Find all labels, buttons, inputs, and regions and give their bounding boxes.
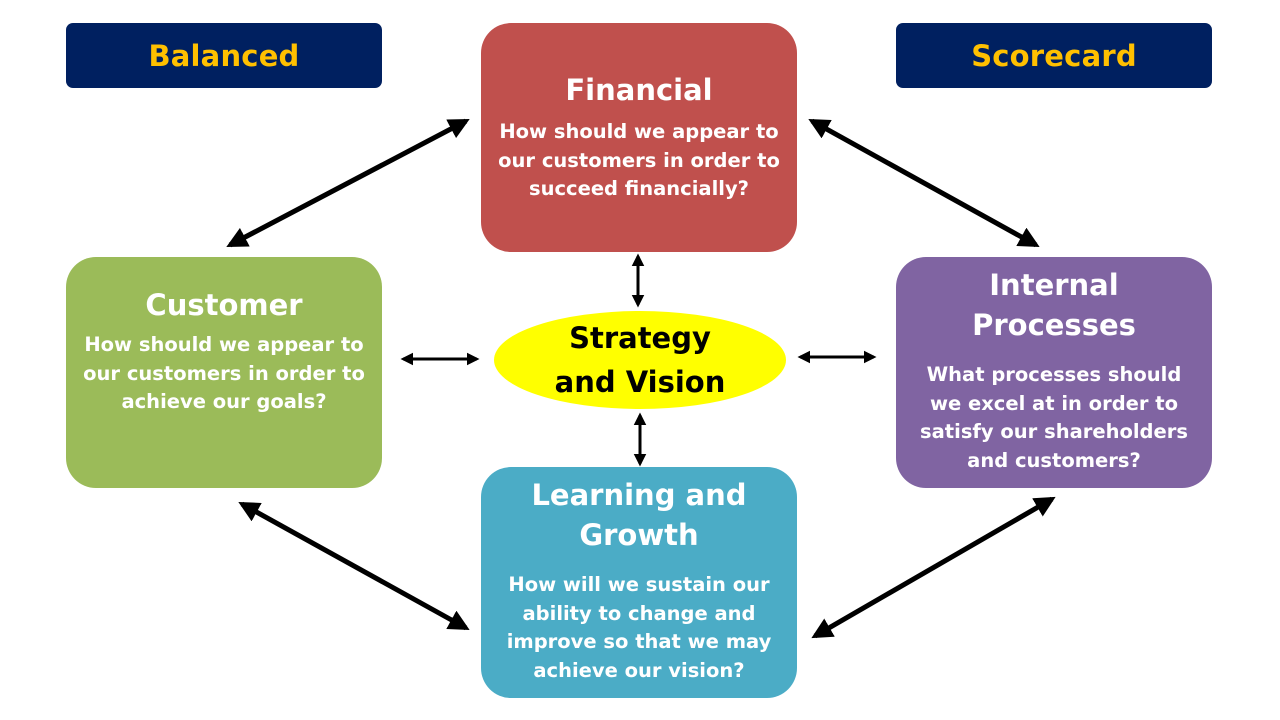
customer-description: How should we appear to our customers in… bbox=[83, 333, 365, 414]
customer-title: Customer bbox=[145, 288, 303, 322]
arrow-financial-internal bbox=[808, 118, 1040, 248]
financial-box: Financial How should we appear to our cu… bbox=[481, 23, 797, 252]
internal-processes-description: What processes should we excel at in ord… bbox=[920, 363, 1188, 473]
arrow-customer-financial bbox=[226, 118, 470, 248]
scorecard-label: Scorecard bbox=[896, 23, 1212, 88]
learning-growth-description: How will we sustain our ability to chang… bbox=[506, 573, 772, 683]
balanced-label-text: Balanced bbox=[148, 38, 300, 73]
financial-title: Financial bbox=[565, 73, 713, 107]
arrow-customer-learning bbox=[238, 501, 470, 631]
scorecard-label-text: Scorecard bbox=[971, 38, 1137, 73]
financial-description: How should we appear to our customers in… bbox=[498, 120, 780, 201]
arrow-learning-internal bbox=[811, 496, 1056, 639]
customer-box: Customer How should we appear to our cus… bbox=[66, 257, 382, 488]
balanced-label: Balanced bbox=[66, 23, 382, 88]
